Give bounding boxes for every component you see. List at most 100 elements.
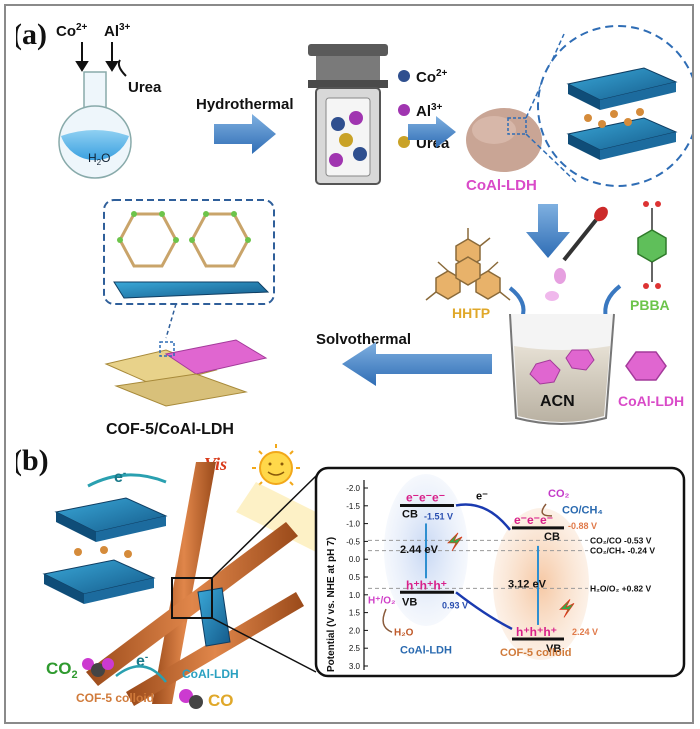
ldh-electrons: e⁻e⁻e⁻ bbox=[406, 490, 445, 504]
hydrothermal-arrow bbox=[214, 114, 276, 154]
cof-ldh-composite bbox=[104, 339, 268, 407]
tick-label: -0.5 bbox=[346, 537, 360, 546]
co-label: CO bbox=[208, 691, 234, 710]
cof-vb-value: 2.24 V bbox=[572, 627, 598, 637]
co2-reactant-label: CO₂ bbox=[548, 488, 570, 500]
zoom-line-bottom bbox=[211, 617, 317, 673]
legend-co: Co2+ bbox=[416, 68, 448, 86]
h2o-label: H₂O bbox=[394, 628, 414, 639]
zoom-line-top bbox=[211, 475, 317, 579]
ldh-cb-value: -1.51 V bbox=[424, 511, 453, 521]
co2-reduction-arrow bbox=[115, 665, 167, 683]
cof-structure-box bbox=[103, 199, 275, 305]
electron-label: e- bbox=[114, 468, 126, 486]
powder-arrow bbox=[408, 116, 456, 148]
panel-b-drawing: (b) Vis bbox=[16, 444, 686, 710]
pbba-label: PBBA bbox=[630, 297, 670, 313]
tick-label: 2.5 bbox=[349, 644, 361, 653]
electron-transfer-curve bbox=[455, 503, 511, 531]
cof-cb-label: CB bbox=[544, 531, 560, 543]
flask: H2O bbox=[58, 71, 132, 179]
co-ch4-product-label: CO/CH₄ bbox=[562, 505, 603, 517]
reference-line-label: CO₂/CO -0.53 V bbox=[590, 535, 652, 545]
cof-name-label: COF-5 colloid bbox=[500, 647, 572, 659]
cof-glow bbox=[493, 508, 589, 660]
electron-transfer-arrow bbox=[87, 473, 167, 488]
ldh-powder bbox=[466, 108, 542, 172]
pbba-to-beaker-arrow bbox=[603, 284, 622, 319]
tick-label: -2.0 bbox=[346, 484, 360, 493]
ldh-gap-label: 2.44 eV bbox=[400, 544, 439, 556]
ldh-cb-label: CB bbox=[402, 508, 418, 520]
zoom-link-line bbox=[165, 303, 177, 339]
solvothermal-arrow bbox=[342, 342, 492, 386]
panel-a-drawing: (a) Co2+ Al3+ Urea H2O Hydrothermal bbox=[16, 18, 692, 438]
co2-molecule bbox=[82, 658, 114, 677]
zoom-box bbox=[171, 577, 213, 619]
hhtp-molecule bbox=[425, 228, 511, 301]
co-molecule bbox=[179, 689, 203, 709]
cof-cb-value: -0.88 V bbox=[568, 521, 597, 531]
reagent-arrows bbox=[75, 42, 127, 77]
product-label: COF-5/CoAl-LDH bbox=[106, 421, 234, 438]
light-bolt-icon bbox=[447, 532, 463, 552]
cof-rods bbox=[86, 462, 304, 706]
zoom-circle bbox=[525, 25, 692, 187]
ldh-name-label: CoAl-LDH bbox=[400, 645, 452, 657]
tick-label: 1.5 bbox=[349, 609, 361, 618]
cof-electrons: e⁻e⁻e⁻ bbox=[514, 513, 553, 527]
urea-label: Urea bbox=[128, 79, 162, 96]
panel-b: (b) Vis bbox=[16, 442, 692, 727]
cof-colloid-label: COF-5 colloid bbox=[76, 691, 154, 705]
tick-label: -1.0 bbox=[346, 520, 360, 529]
ldh-label-left: CoAl-LDH bbox=[182, 667, 239, 681]
legend-al: Al3+ bbox=[416, 102, 443, 120]
sun-icon bbox=[252, 444, 300, 486]
tick-label: 2.0 bbox=[349, 626, 361, 635]
al-ion-label: Al3+ bbox=[104, 22, 131, 40]
panel-a: (a) Co2+ Al3+ Urea H2O Hydrothermal bbox=[16, 14, 692, 440]
co-ion-label: Co2+ bbox=[56, 22, 88, 40]
ldh-holes: h⁺h⁺h⁺ bbox=[406, 578, 447, 592]
figure-frame: (a) Co2+ Al3+ Urea H2O Hydrothermal bbox=[4, 4, 694, 724]
reference-line-label: CO₂/CH₄ -0.24 V bbox=[590, 546, 655, 556]
tick-label: 3.0 bbox=[349, 662, 361, 671]
transfer-electron-label: e⁻ bbox=[476, 490, 488, 502]
flask-water-label: H2O bbox=[88, 151, 110, 167]
cof-gap-label: 3.12 eV bbox=[508, 578, 547, 590]
co2-label: CO2 bbox=[46, 659, 78, 681]
ldh-vb-value: 0.93 V bbox=[442, 600, 468, 610]
hhtp-label: HHTP bbox=[452, 305, 490, 321]
ldh-hex-icon bbox=[625, 351, 667, 381]
autoclave bbox=[308, 44, 388, 185]
light-bolt-icon bbox=[559, 599, 575, 618]
hydrothermal-label: Hydrothermal bbox=[196, 96, 294, 113]
tick-label: 0.5 bbox=[349, 573, 361, 582]
h-o2-label: H⁺/O₂ bbox=[368, 596, 396, 607]
solvothermal-label: Solvothermal bbox=[316, 331, 411, 348]
ldh-hex-label: CoAl-LDH bbox=[618, 393, 684, 409]
potential-ticks: -2.0 -1.5 -1.0 -0.5 0.0 0.5 1.0 1.5 2.0 2.5 3.0 bbox=[346, 484, 368, 671]
ldh-sheets bbox=[42, 497, 231, 647]
ldh-vb-label: VB bbox=[402, 596, 417, 608]
water-oxidation-curve bbox=[382, 608, 393, 633]
ldh-powder-label: CoAl-LDH bbox=[466, 177, 537, 194]
panel-b-label: (b) bbox=[16, 444, 49, 477]
pbba-molecule bbox=[637, 201, 667, 289]
cof-holes: h⁺h⁺h⁺ bbox=[516, 625, 557, 639]
hole-transfer-curve bbox=[455, 591, 513, 631]
potential-axis-label: Potential (V vs. NHE at pH 7) bbox=[326, 537, 337, 672]
acn-label: ACN bbox=[540, 393, 575, 410]
cof-vb-label: VB bbox=[546, 643, 561, 655]
down-arrow bbox=[526, 204, 570, 258]
tick-label: 1.0 bbox=[349, 591, 361, 600]
hhtp-to-beaker-arrow bbox=[508, 286, 526, 319]
tick-label: -1.5 bbox=[346, 502, 360, 511]
tick-label: 0.0 bbox=[349, 555, 361, 564]
reference-line-label: H₂O/O₂ +0.82 V bbox=[590, 583, 652, 593]
electron-label-2: e- bbox=[136, 652, 148, 670]
panel-a-label: (a) bbox=[16, 18, 47, 51]
co2-reduction-curve bbox=[541, 503, 553, 517]
